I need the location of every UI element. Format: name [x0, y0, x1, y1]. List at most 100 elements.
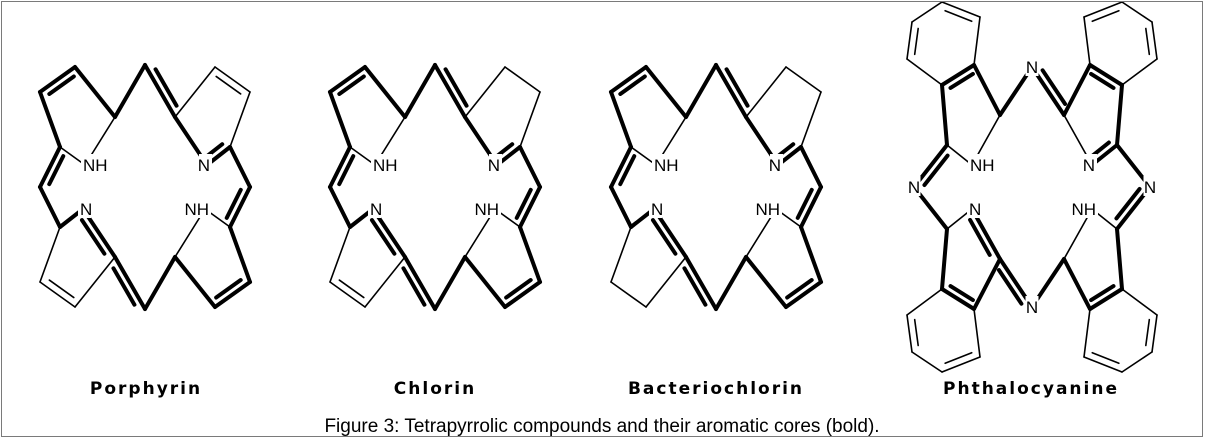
atom-label-bg [907, 176, 921, 196]
bond [630, 146, 657, 166]
bond [973, 16, 981, 66]
bond [1062, 257, 1092, 311]
atom-label: N [80, 200, 92, 219]
double-bond-line [224, 187, 243, 220]
bond [174, 66, 216, 118]
double-bond-line [618, 154, 637, 187]
bond [38, 185, 62, 229]
atom-label: N [198, 156, 210, 175]
double-bond-line [1114, 186, 1142, 221]
atom-label: N [651, 200, 663, 219]
double-bond-line [504, 278, 533, 300]
double-bond-line [337, 154, 356, 187]
bond [464, 66, 506, 118]
bond [1083, 356, 1123, 373]
bond [684, 255, 718, 311]
bond [1062, 63, 1092, 117]
bond [38, 90, 62, 149]
atom-label: N [769, 156, 781, 175]
atom-label-bg [477, 198, 501, 218]
atom-label-bg [368, 198, 381, 218]
bond [143, 63, 177, 119]
atom-label-bg [1025, 296, 1039, 316]
double-bond-line [795, 187, 814, 220]
atom-label: N [969, 200, 981, 219]
bond [173, 255, 217, 309]
bond [911, 351, 943, 373]
double-bond-line [996, 268, 1024, 306]
bond [113, 255, 147, 311]
double-bond-line [650, 218, 678, 256]
porphyrin-label: Porphyrin [89, 379, 203, 399]
atom-label-bg [78, 198, 91, 218]
bond [1083, 2, 1123, 18]
atom-label-bg [1084, 154, 1097, 174]
bond [518, 145, 542, 189]
bond [38, 65, 77, 94]
atom-label: NH [373, 156, 398, 175]
bond [1121, 58, 1158, 86]
double-bond-line [401, 266, 427, 307]
double-bond-line [111, 266, 137, 307]
bond [1115, 83, 1124, 147]
bond [972, 257, 1002, 311]
bond [799, 225, 823, 284]
double-bond-line [944, 351, 973, 365]
bond [518, 225, 542, 284]
atom-label: N [1026, 58, 1038, 77]
atom-label-bg [489, 154, 502, 174]
bond [503, 280, 542, 309]
atom-label-bg [967, 198, 980, 218]
atom-label-bg [199, 154, 212, 174]
double-bond-line [1040, 68, 1068, 106]
bond [609, 65, 648, 94]
bond [228, 145, 252, 189]
bond [785, 66, 822, 93]
bond [799, 185, 823, 229]
double-bond-line [47, 74, 76, 96]
atom-label: NH [474, 200, 499, 219]
atom-label-bg [81, 154, 105, 174]
double-bond-line [682, 266, 708, 307]
atom-label-bg [758, 198, 782, 218]
bond [940, 227, 949, 291]
double-bond-line [1145, 27, 1151, 56]
bond [113, 63, 147, 119]
bond [229, 91, 251, 148]
double-bond-line [968, 217, 992, 257]
bond [39, 226, 61, 283]
bond [609, 185, 633, 229]
atom-label-bg [371, 154, 395, 174]
double-bond-line [1091, 351, 1120, 365]
bond [800, 91, 822, 148]
bond [744, 255, 788, 309]
bond [645, 256, 687, 308]
bond [143, 255, 177, 311]
bond [329, 281, 366, 308]
bond [906, 58, 943, 86]
bond [433, 63, 467, 119]
atom-label-bg [1074, 198, 1098, 218]
bond [940, 287, 976, 311]
atom-label-bg [968, 154, 992, 174]
bond [1088, 287, 1124, 311]
bond [1121, 351, 1153, 373]
double-bond-line [1091, 9, 1120, 23]
double-bond-line [944, 9, 973, 23]
bond [684, 63, 718, 119]
bond [403, 63, 437, 119]
atom-label: NH [654, 156, 679, 175]
atom-label-bg [649, 198, 662, 218]
double-bond-line [153, 67, 179, 108]
bond [906, 314, 913, 353]
atom-label-bg [770, 154, 783, 174]
atom-label: N [1083, 156, 1095, 175]
double-bond-line [948, 284, 975, 303]
bond [228, 185, 252, 229]
double-bond-line [443, 67, 469, 108]
